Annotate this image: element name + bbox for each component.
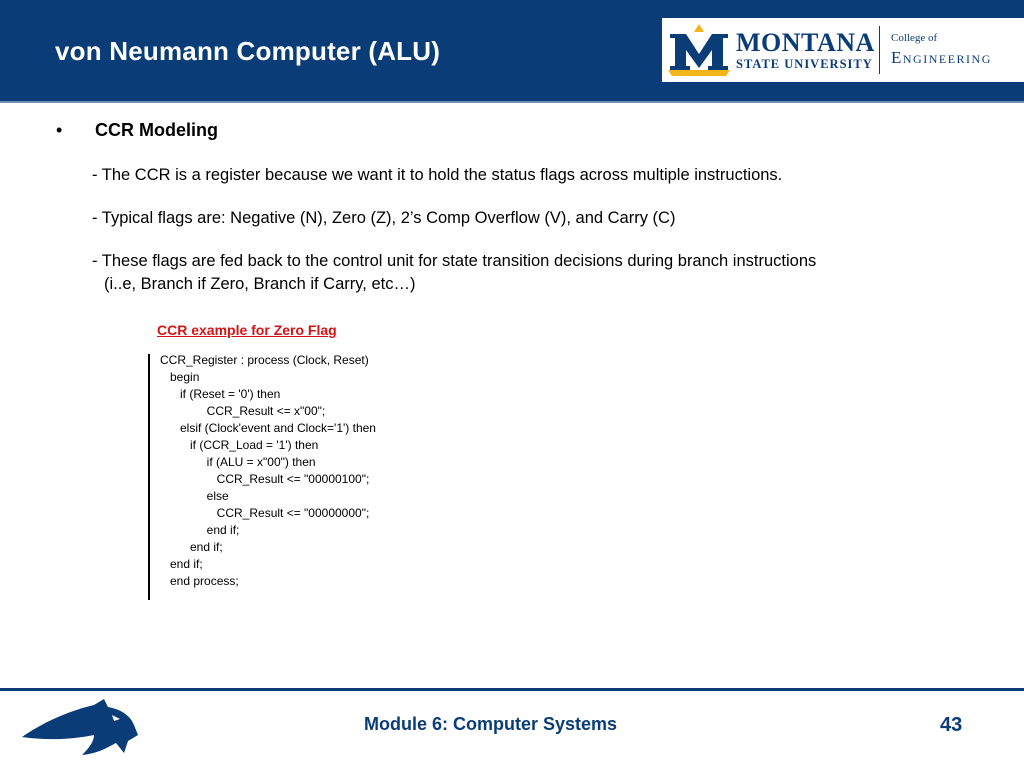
paragraph-flags: - Typical flags are: Negative (N), Zero … — [92, 209, 676, 227]
header-rule — [0, 101, 1024, 103]
code-line: if (ALU = x"00") then — [160, 455, 316, 469]
bullet-heading: CCR Modeling — [95, 120, 218, 140]
footer-rule — [0, 688, 1024, 691]
code-line: begin — [160, 370, 200, 384]
code-line: end if; — [160, 557, 203, 571]
code-line: CCR_Result <= x"00"; — [160, 404, 326, 418]
msu-m-icon — [668, 24, 730, 76]
code-block: CCR_Register : process (Clock, Reset) be… — [160, 352, 376, 590]
code-line: else — [160, 489, 229, 503]
bobcat-icon — [20, 697, 140, 762]
paragraph-feedback: - These flags are fed back to the contro… — [92, 252, 817, 270]
college-of-label: College of — [891, 32, 938, 44]
example-title: CCR example for Zero Flag — [157, 322, 337, 338]
code-line: CCR_Result <= "00000100"; — [160, 472, 370, 486]
university-logo: MONTANA STATE UNIVERSITY College of Engi… — [662, 18, 1024, 82]
college-name: Engineering — [891, 48, 992, 67]
code-bracket — [148, 354, 150, 600]
code-line: CCR_Register : process (Clock, Reset) — [160, 353, 369, 367]
code-line: elsif (Clock'event and Clock='1') then — [160, 421, 376, 435]
logo-divider — [879, 26, 880, 74]
slide-header: von Neumann Computer (ALU) MONTANA STATE… — [0, 0, 1024, 101]
code-line: end if; — [160, 540, 223, 554]
page-number: 43 — [940, 714, 963, 736]
bullet-marker: • — [56, 120, 63, 140]
code-line: CCR_Result <= "00000000"; — [160, 506, 370, 520]
paragraph-register: - The CCR is a register because we want … — [92, 166, 783, 184]
code-line: end process; — [160, 574, 239, 588]
university-name: MONTANA — [736, 28, 875, 57]
code-line: if (CCR_Load = '1') then — [160, 438, 319, 452]
code-line: if (Reset = '0') then — [160, 387, 281, 401]
module-label: Module 6: Computer Systems — [364, 714, 618, 734]
slide-title: von Neumann Computer (ALU) — [55, 36, 441, 66]
university-subtitle: STATE UNIVERSITY — [736, 57, 873, 71]
paragraph-feedback-continued: (i..e, Branch if Zero, Branch if Carry, … — [104, 275, 416, 293]
code-line: end if; — [160, 523, 240, 537]
